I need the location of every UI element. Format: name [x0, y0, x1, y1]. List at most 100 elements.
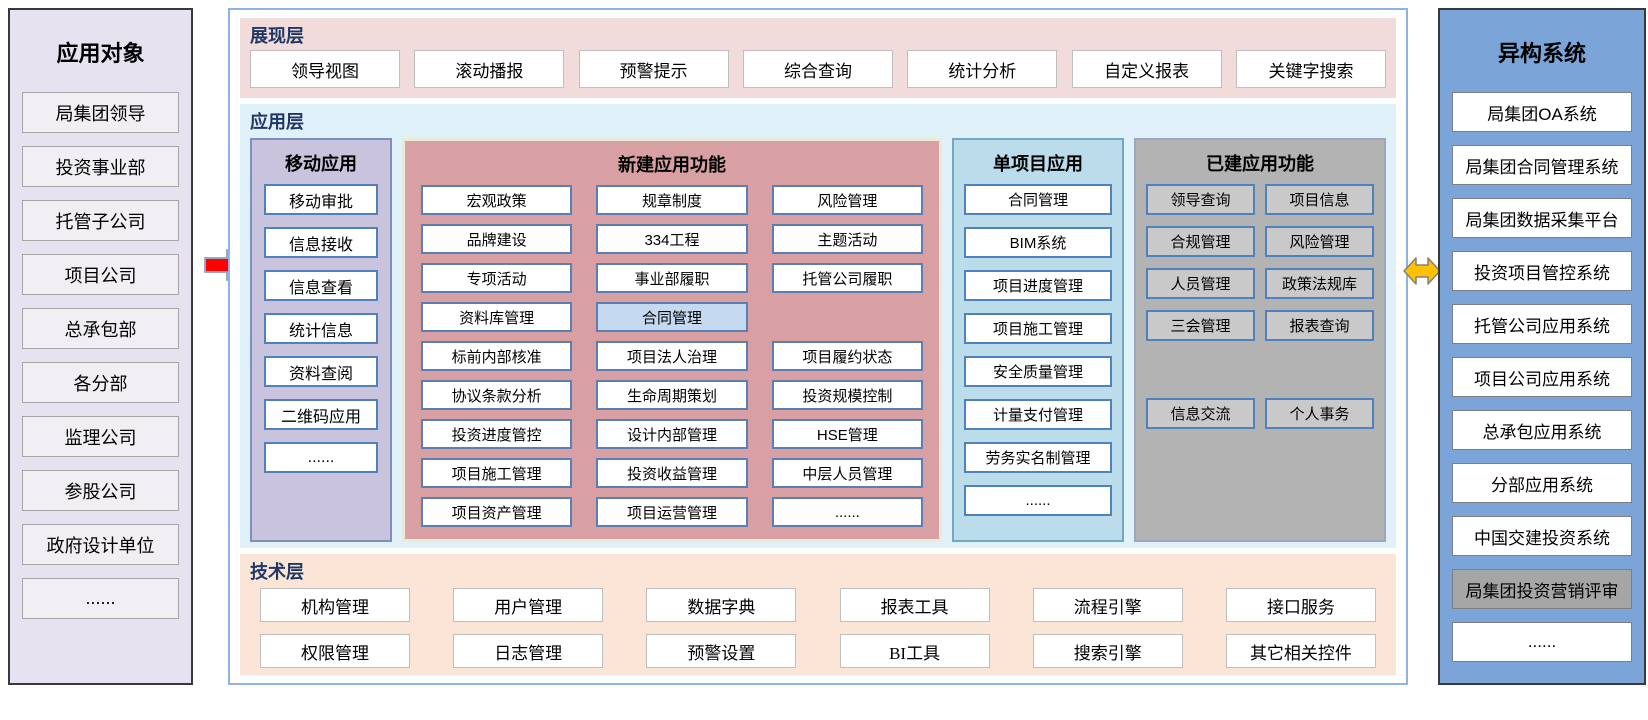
- technology-item-box: 数据字典: [646, 588, 797, 622]
- application-object-box: 总承包部: [22, 308, 179, 349]
- presentation-item-box: 综合查询: [742, 50, 893, 88]
- mobile-app-box: 移动审批: [264, 184, 378, 215]
- technology-layer: 技术层 机构管理用户管理数据字典报表工具流程引擎接口服务权限管理日志管理预警设置…: [240, 554, 1396, 675]
- new-function-box: 事业部履职: [596, 263, 748, 293]
- built-function-box: 人员管理: [1146, 268, 1255, 299]
- external-system-box: 托管公司应用系统: [1452, 304, 1632, 344]
- presentation-items: 领导视图滚动播报预警提示综合查询统计分析自定义报表关键字搜索: [250, 50, 1386, 88]
- external-system-box: 分部应用系统: [1452, 463, 1632, 503]
- technology-item-box: BI工具: [839, 634, 990, 668]
- built-functions-title: 已建应用功能: [1206, 154, 1314, 174]
- new-function-box: ......: [771, 497, 923, 527]
- new-function-box: 协议条款分析: [421, 380, 573, 410]
- built-functions-grid: 领导查询项目信息合规管理风险管理人员管理政策法规库三会管理报表查询信息交流个人事…: [1144, 184, 1376, 429]
- application-objects-title: 应用对象: [56, 41, 145, 66]
- external-system-box: 项目公司应用系统: [1452, 357, 1632, 397]
- technology-item-box: 报表工具: [839, 588, 990, 622]
- new-functions-panel: 新建应用功能 宏观政策品牌建设专项活动资料库管理标前内部核准协议条款分析投资进度…: [402, 138, 942, 542]
- single-project-box: BIM系统: [964, 227, 1112, 258]
- application-object-box: 各分部: [22, 362, 179, 403]
- new-function-box: 项目施工管理: [421, 458, 573, 488]
- presentation-layer-label: 展现层: [250, 26, 304, 46]
- application-objects-list: 局集团领导投资事业部托管子公司项目公司总承包部各分部监理公司参股公司政府设计单位…: [10, 92, 191, 619]
- technology-item-box: 流程引擎: [1032, 588, 1183, 622]
- platform-panel: 展现层 领导视图滚动播报预警提示综合查询统计分析自定义报表关键字搜索 应用层 移…: [228, 8, 1408, 685]
- built-function-box: 报表查询: [1265, 310, 1374, 341]
- mobile-app-box: 统计信息: [264, 313, 378, 344]
- new-function-box: 中层人员管理: [771, 458, 923, 488]
- new-function-box: 规章制度: [596, 185, 748, 215]
- external-system-box: 局集团OA系统: [1452, 92, 1632, 132]
- single-project-box: 安全质量管理: [964, 356, 1112, 387]
- technology-item-box: 用户管理: [453, 588, 604, 622]
- presentation-item-box: 关键字搜索: [1235, 50, 1386, 88]
- heterogeneous-systems-title: 异构系统: [1497, 41, 1586, 66]
- new-functions-title: 新建应用功能: [618, 155, 726, 175]
- technology-item-box: 机构管理: [260, 588, 410, 622]
- built-function-box: 个人事务: [1265, 398, 1374, 429]
- new-function-box: 合同管理: [596, 302, 748, 332]
- mobile-app-box: ......: [264, 442, 378, 473]
- new-function-box: 生命周期策划: [596, 380, 748, 410]
- new-function-box: 品牌建设: [421, 224, 573, 254]
- single-project-box: 项目施工管理: [964, 313, 1112, 344]
- external-system-box: 局集团数据采集平台: [1452, 198, 1632, 238]
- application-object-box: 监理公司: [22, 416, 179, 457]
- technology-item-box: 搜索引擎: [1032, 634, 1183, 668]
- single-project-box: 项目进度管理: [964, 270, 1112, 301]
- technology-item-box: 接口服务: [1225, 588, 1376, 622]
- mobile-app-box: 信息查看: [264, 270, 378, 301]
- built-functions-panel: 已建应用功能 领导查询项目信息合规管理风险管理人员管理政策法规库三会管理报表查询…: [1134, 138, 1386, 542]
- new-function-box: 投资进度管控: [421, 419, 573, 449]
- built-function-box: 三会管理: [1146, 310, 1255, 341]
- presentation-item-box: 自定义报表: [1071, 50, 1222, 88]
- application-object-box: 托管子公司: [22, 200, 179, 241]
- new-function-box: 标前内部核准: [421, 341, 573, 371]
- application-layer: 应用层 移动应用 移动审批信息接收信息查看统计信息资料查阅二维码应用......…: [240, 104, 1396, 548]
- new-function-box: HSE管理: [771, 419, 923, 449]
- technology-item-box: 其它相关控件: [1225, 634, 1376, 668]
- heterogeneous-systems-list: 局集团OA系统局集团合同管理系统局集团数据采集平台投资项目管控系统托管公司应用系…: [1440, 92, 1644, 662]
- new-function-box: 项目履约状态: [771, 341, 923, 371]
- built-function-box: 信息交流: [1146, 398, 1255, 429]
- application-layer-content: 移动应用 移动审批信息接收信息查看统计信息资料查阅二维码应用...... 新建应…: [250, 138, 1386, 542]
- external-system-box: 局集团投资营销评审: [1452, 569, 1632, 609]
- single-project-title: 单项目应用: [993, 154, 1083, 174]
- new-functions-columns: 宏观政策品牌建设专项活动资料库管理标前内部核准协议条款分析投资进度管控项目施工管…: [413, 185, 931, 527]
- new-function-box: 项目资产管理: [421, 497, 573, 527]
- new-function-box: 主题活动: [771, 224, 923, 254]
- mobile-app-box: 二维码应用: [264, 399, 378, 430]
- application-layer-label: 应用层: [250, 112, 304, 132]
- presentation-item-box: 统计分析: [907, 50, 1058, 88]
- single-project-box: ......: [964, 485, 1112, 516]
- external-system-box: 总承包应用系统: [1452, 410, 1632, 450]
- built-function-box: 项目信息: [1265, 184, 1374, 215]
- technology-item-box: 日志管理: [453, 634, 604, 668]
- external-system-box: ......: [1452, 622, 1632, 662]
- mobile-app-box: 资料查阅: [264, 356, 378, 387]
- gold-sync-double-arrow-icon: [1403, 257, 1441, 285]
- presentation-item-box: 滚动播报: [414, 50, 565, 88]
- external-system-box: 投资项目管控系统: [1452, 251, 1632, 291]
- new-function-box: 设计内部管理: [596, 419, 748, 449]
- single-project-box: 劳务实名制管理: [964, 442, 1112, 473]
- new-function-box: 资料库管理: [421, 302, 573, 332]
- new-function-box: 托管公司履职: [771, 263, 923, 293]
- mobile-apps-panel: 移动应用 移动审批信息接收信息查看统计信息资料查阅二维码应用......: [250, 138, 392, 542]
- application-object-box: 项目公司: [22, 254, 179, 295]
- new-function-box: 投资收益管理: [596, 458, 748, 488]
- new-function-box: 投资规模控制: [771, 380, 923, 410]
- application-objects-panel: 应用对象 局集团领导投资事业部托管子公司项目公司总承包部各分部监理公司参股公司政…: [8, 8, 193, 685]
- new-function-box: 宏观政策: [421, 185, 573, 215]
- single-project-box: 合同管理: [964, 184, 1112, 215]
- technology-item-box: 预警设置: [646, 634, 797, 668]
- new-functions-column-1: 宏观政策品牌建设专项活动资料库管理标前内部核准协议条款分析投资进度管控项目施工管…: [421, 185, 573, 527]
- application-object-box: ......: [22, 578, 179, 619]
- presentation-layer: 展现层 领导视图滚动播报预警提示综合查询统计分析自定义报表关键字搜索: [240, 18, 1396, 98]
- heterogeneous-systems-panel: 异构系统 局集团OA系统局集团合同管理系统局集团数据采集平台投资项目管控系统托管…: [1438, 8, 1646, 685]
